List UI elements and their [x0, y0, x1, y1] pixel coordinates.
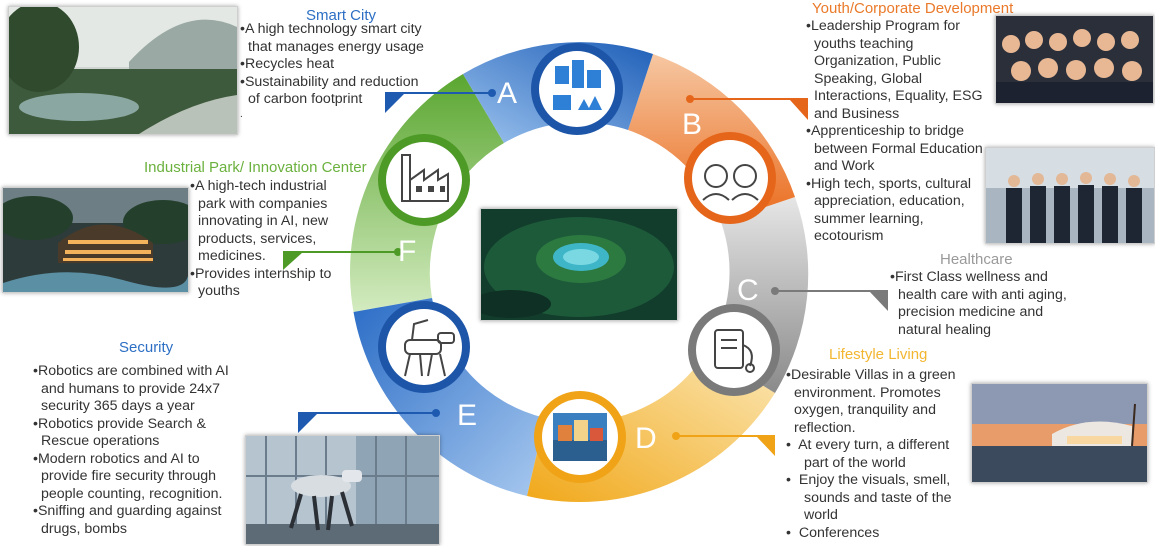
industrial-line: park with companies	[198, 195, 328, 212]
security-line: Rescue operations	[41, 433, 160, 449]
lifestyle-line: • Enjoy the visuals, smell,	[786, 472, 951, 488]
youth-line: •Apprenticeship to bridge	[806, 123, 964, 139]
security-description: •Robotics are combined with AI and human…	[33, 363, 229, 538]
youth-line: ecotourism	[814, 228, 884, 244]
security-title: Security	[119, 339, 174, 356]
villa-image	[971, 383, 1148, 483]
smart-city-line: •Recycles heat	[240, 56, 335, 72]
industrial-line: •A high-tech industrial	[190, 178, 327, 194]
industrial-line: products, services,	[198, 230, 317, 247]
connector-a	[385, 89, 496, 113]
medical-chart-stethoscope-icon	[688, 304, 780, 396]
security-line: and humans to provide 24x7	[41, 380, 221, 397]
smart-city-line: .	[240, 108, 243, 120]
lifestyle-line: environment. Promotes	[794, 384, 941, 401]
industrial-line: innovating in AI, new	[198, 213, 329, 229]
lifestyle-line: •Desirable Villas in a green	[786, 367, 956, 383]
segment-letter-e: E	[457, 399, 478, 432]
youth-line: •Leadership Program for	[806, 18, 961, 34]
segment-letter-b: B	[682, 108, 703, 141]
robot-dog-icon	[378, 301, 470, 393]
industrial-line: youths	[198, 283, 240, 299]
connector-c	[771, 287, 888, 311]
industrial-description: •A high-tech industrial park with compan…	[190, 178, 331, 301]
smart-city-line: •A high technology smart city	[240, 21, 422, 37]
connector-b	[686, 95, 808, 120]
lifestyle-line: part of the world	[804, 454, 906, 471]
security-line: provide fire security through	[41, 468, 217, 484]
industrial-title: Industrial Park/ Innovation Center	[144, 159, 367, 176]
security-line: security 365 days a year	[41, 398, 195, 414]
lifestyle-line: • At every turn, a different	[786, 437, 950, 453]
youth-description: •Leadership Program for youths teaching …	[806, 18, 983, 246]
healthcare-title: Healthcare	[940, 251, 1013, 268]
village-painting-icon	[534, 391, 626, 483]
segment-letter-a: A	[497, 77, 518, 110]
connector-e	[298, 409, 440, 433]
industrial-line: medicines.	[198, 248, 266, 264]
segment-letter-d: D	[635, 422, 657, 455]
connector-d	[672, 432, 775, 456]
lifestyle-line: reflection.	[794, 419, 856, 436]
industrial-park-image	[2, 187, 189, 293]
security-line: people counting, recognition.	[41, 485, 223, 502]
center-island-image	[480, 208, 678, 321]
lifestyle-line: • Conferences	[786, 524, 880, 541]
smart-city-description: •A high technology smart city that manag…	[240, 21, 424, 121]
connector-f	[283, 248, 402, 270]
smart-city-line: that manages energy usage	[248, 38, 424, 55]
security-line: drugs, bombs	[41, 520, 127, 537]
smart-city-title: Smart City	[306, 7, 377, 24]
corporate-team-image	[985, 147, 1155, 244]
youth-line: between Formal Education	[814, 140, 983, 157]
security-line: •Modern robotics and AI to	[33, 450, 200, 467]
youth-line: and Business	[814, 105, 900, 122]
robot-dog-image	[245, 435, 440, 545]
lifestyle-description: •Desirable Villas in a green environment…	[786, 367, 956, 542]
smart-city-icon	[531, 43, 623, 135]
youth-line: and Work	[814, 158, 875, 174]
lifestyle-line: oxygen, tranquility and	[794, 402, 936, 418]
lifestyle-line: world	[804, 507, 838, 523]
security-line: •Robotics are combined with AI	[33, 363, 229, 379]
smart-city-line: of carbon footprint	[248, 91, 363, 107]
security-line: •Robotics provide Search &	[33, 415, 206, 432]
youth-line: •High tech, sports, cultural	[806, 175, 972, 192]
youth-line: Organization, Public	[814, 53, 941, 69]
smart-city-image	[8, 6, 238, 135]
youth-line: appreciation, education,	[814, 193, 965, 209]
lifestyle-title: Lifestyle Living	[829, 346, 928, 363]
healthcare-line: natural healing	[898, 321, 992, 338]
lifestyle-line: sounds and taste of the	[804, 489, 952, 506]
youth-title: Youth/Corporate Development	[812, 0, 1014, 17]
youth-group-image	[995, 15, 1154, 104]
factory-icon	[378, 134, 470, 226]
youth-line: Speaking, Global	[814, 70, 923, 87]
segment-letter-c: C	[737, 274, 759, 307]
healthcare-line: •First Class wellness and	[890, 269, 1048, 285]
youth-line: Interactions, Equality, ESG	[814, 88, 983, 104]
youth-line: summer learning,	[814, 210, 924, 227]
youth-line: youths teaching	[814, 35, 914, 52]
smart-city-line: •Sustainability and reduction	[240, 73, 419, 90]
healthcare-line: precision medicine and	[898, 304, 1044, 320]
healthcare-description: •First Class wellness and health care wi…	[890, 269, 1067, 339]
segment-letter-f: F	[398, 235, 417, 268]
healthcare-line: health care with anti aging,	[898, 286, 1067, 303]
security-line: •Sniffing and guarding against	[33, 503, 222, 519]
industrial-line: •Provides internship to	[190, 265, 332, 282]
kids-icon	[684, 132, 776, 224]
